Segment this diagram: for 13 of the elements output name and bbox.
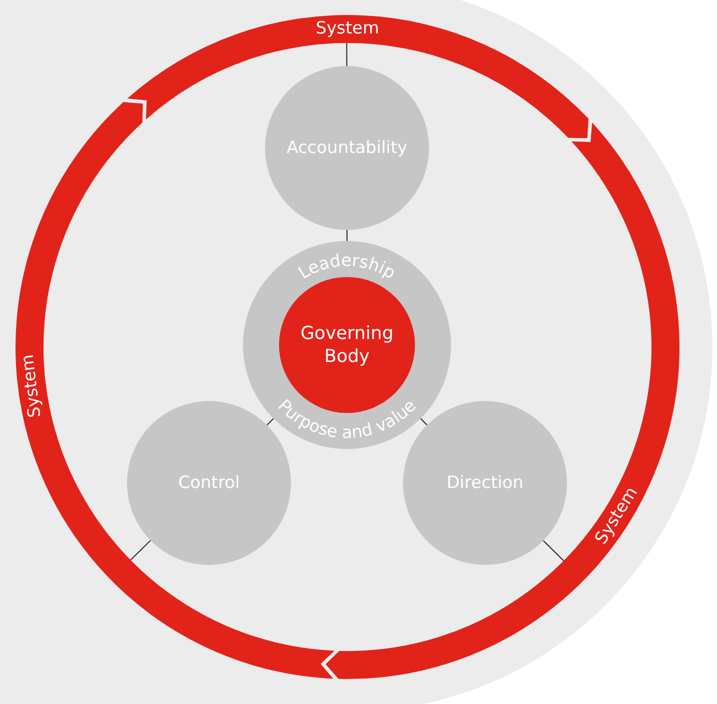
connector-line — [346, 42, 348, 66]
band-label: System — [316, 20, 380, 38]
connector-line — [346, 230, 348, 242]
node-label: Control — [178, 472, 240, 494]
node-label: Accountability — [286, 136, 408, 160]
connector-line — [266, 418, 274, 426]
connector-line — [420, 418, 428, 426]
connector-line — [130, 540, 151, 560]
curved-label: Leadership — [295, 250, 399, 284]
node-label: Direction — [446, 472, 524, 494]
band-label: System — [20, 353, 44, 418]
connector-line — [542, 540, 564, 562]
node-label: Governing Body — [299, 322, 394, 368]
